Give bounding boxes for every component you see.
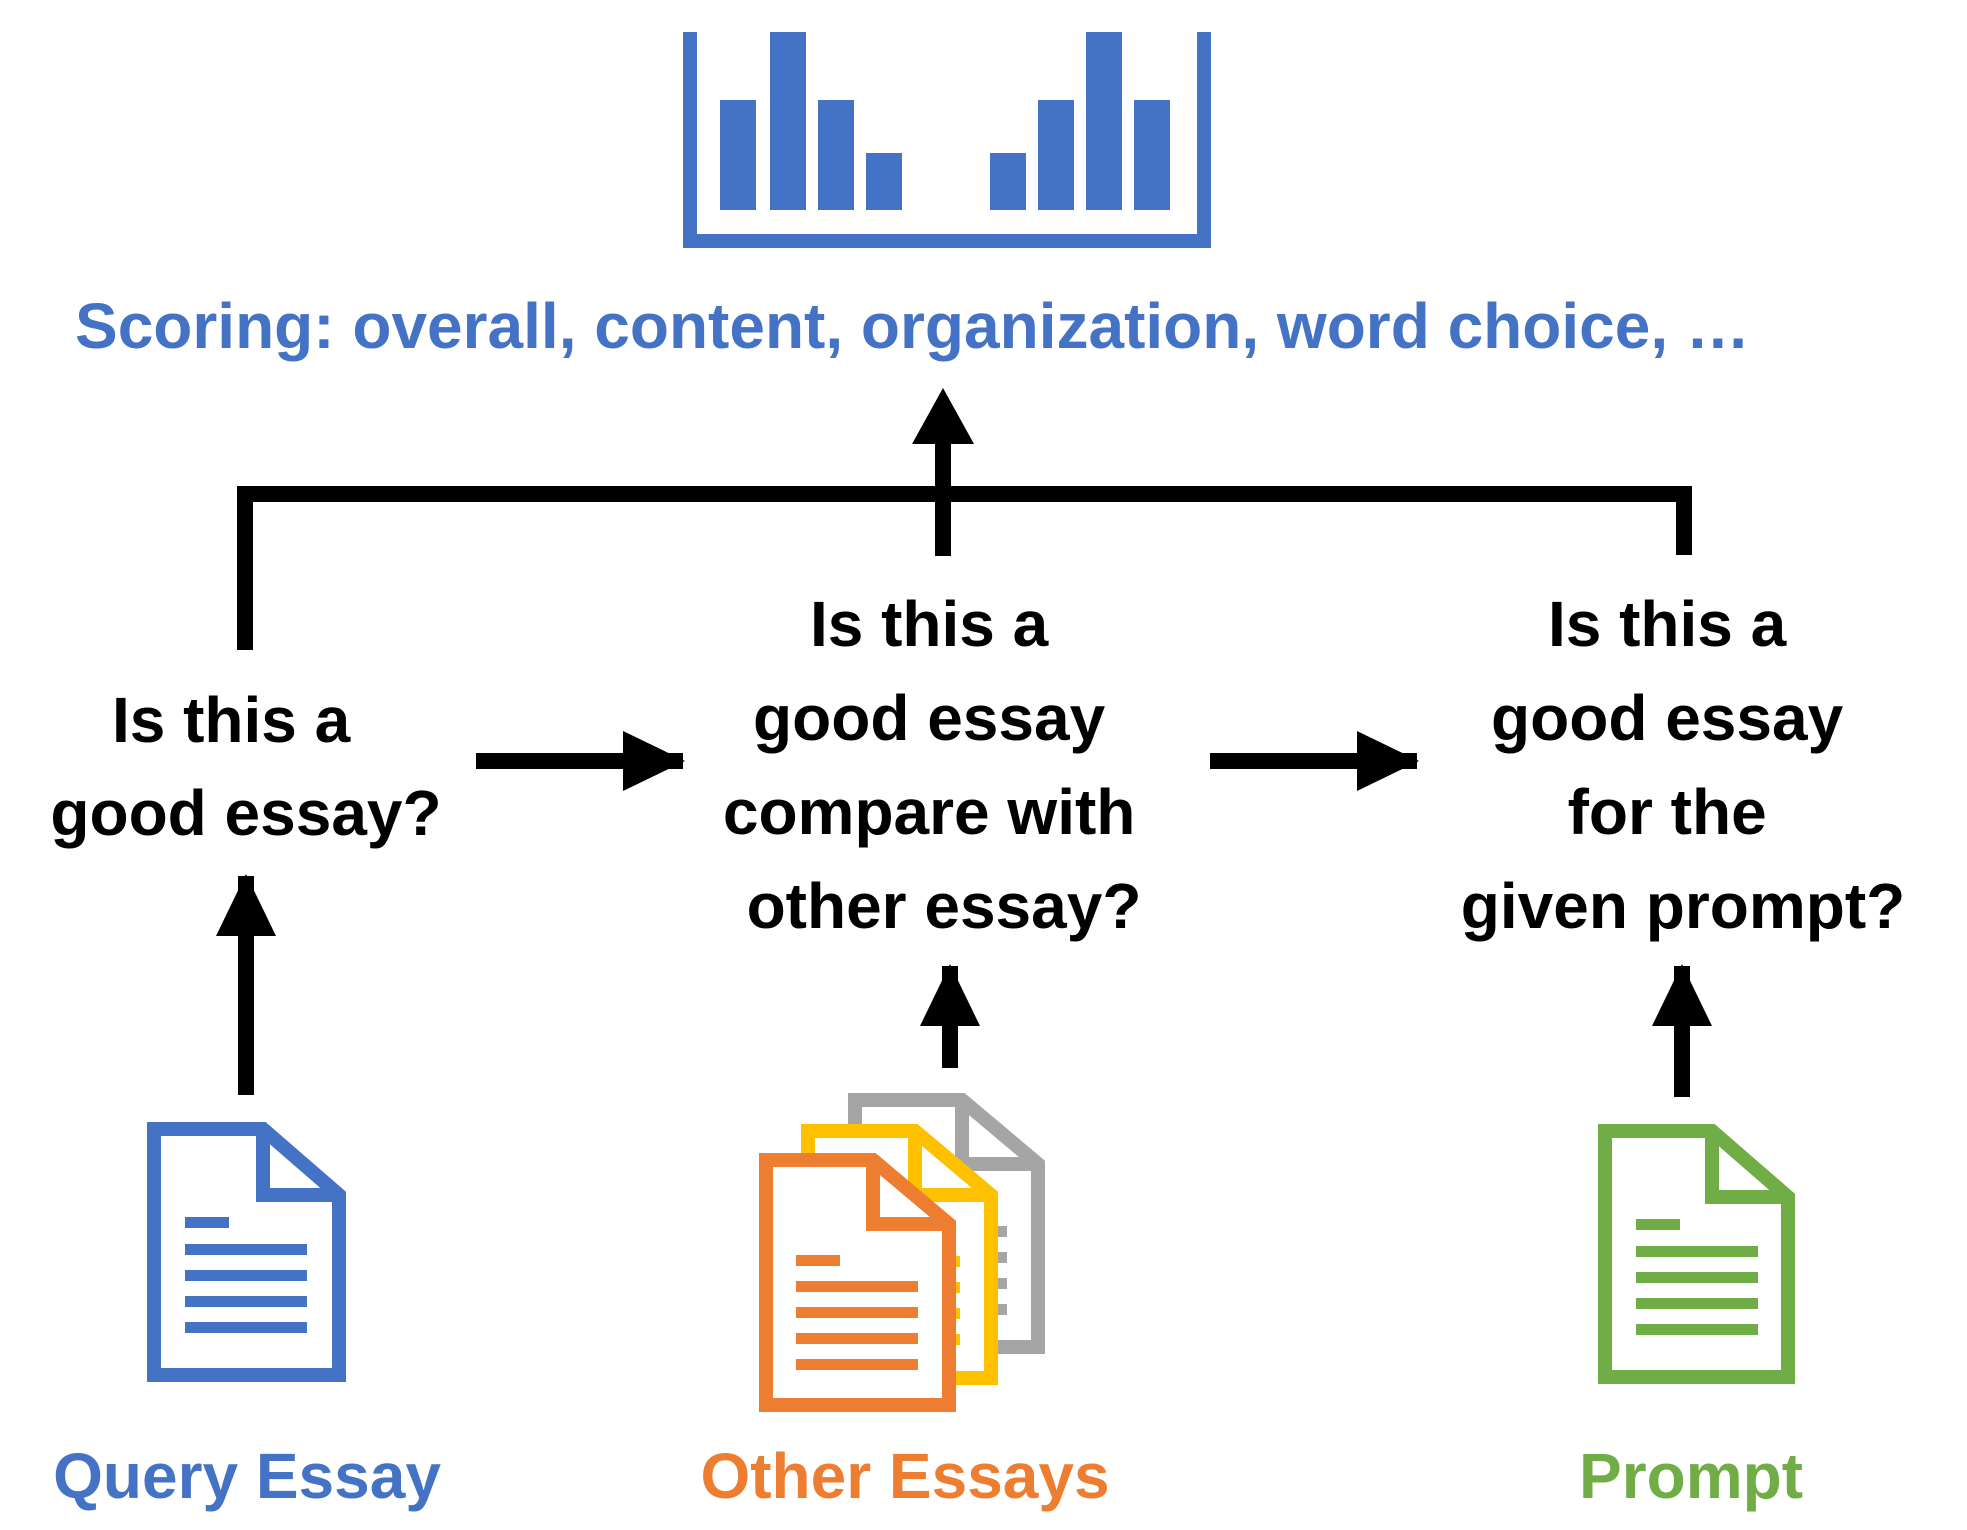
scoring-label: Scoring: overall, content, organization,… <box>75 290 1750 362</box>
other-essays-documents-icon <box>759 1093 1045 1412</box>
other-essay-front-document <box>759 1153 956 1412</box>
query-essay-document-icon <box>147 1122 346 1382</box>
query-essay-label: Query Essay <box>53 1440 441 1512</box>
question-prompt: Is this a good essay for the given promp… <box>1461 588 1905 942</box>
question-query: Is this a good essay? <box>50 684 441 849</box>
question-other: Is this a good essay compare with other … <box>723 588 1153 942</box>
prompt-label: Prompt <box>1579 1440 1803 1512</box>
prompt-document-icon <box>1598 1124 1795 1384</box>
score-histogram-icon <box>683 32 1211 248</box>
arrow-to-scoring <box>912 388 974 444</box>
other-essays-label: Other Essays <box>700 1440 1109 1512</box>
aggregation-connector <box>237 444 1692 650</box>
